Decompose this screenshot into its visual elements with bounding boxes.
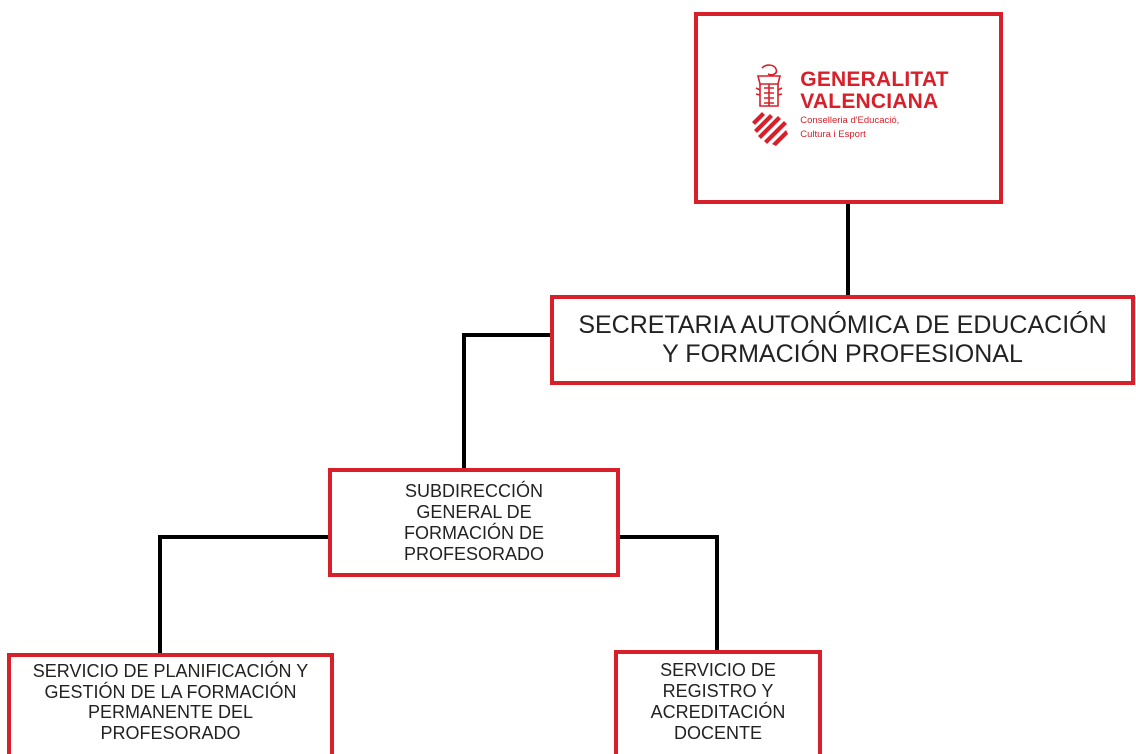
- logo-subtitle-line-2: Cultura i Esport: [800, 129, 866, 140]
- registro-line-1: SERVICIO DE: [660, 660, 776, 680]
- connector-subdireccion-to-registro: [618, 535, 719, 652]
- subdireccion-line-4: PROFESORADO: [403, 543, 545, 564]
- generalitat-logo-box: GENERALITAT VALENCIANA Conselleria d'Edu…: [694, 12, 1003, 204]
- logo-name-line-1: GENERALITAT: [800, 68, 949, 91]
- logo-subtitle-line-1: Conselleria d'Educació,: [800, 115, 900, 126]
- logo-name-line-2: VALENCIANA: [800, 90, 939, 113]
- registro-line-4: DOCENTE: [673, 723, 762, 743]
- subdireccion-line-2: GENERAL DE: [416, 501, 532, 522]
- generalitat-logo: GENERALITAT VALENCIANA Conselleria d'Edu…: [748, 64, 949, 146]
- planificacion-line-2: GESTIÓN DE LA FORMACIÓN: [44, 681, 297, 702]
- secretaria-autonomica-box: SECRETARIA AUTONÓMICA DE EDUCACIÓN Y FOR…: [550, 295, 1135, 385]
- servicio-registro-box: SERVICIO DE REGISTRO Y ACREDITACIÓN DOCE…: [614, 650, 822, 754]
- connector-subdireccion-to-planificacion: [158, 535, 330, 655]
- secretaria-line-2: Y FORMACIÓN PROFESIONAL: [662, 340, 1023, 368]
- subdireccion-line-1: SUBDIRECCIÓN: [404, 480, 543, 501]
- planificacion-line-3: PERMANENTE DEL: [87, 702, 254, 722]
- registro-line-3: ACREDITACIÓN: [650, 702, 786, 722]
- connector-secretaria-to-subdireccion: [462, 333, 552, 470]
- planificacion-line-4: PROFESORADO: [100, 722, 241, 743]
- subdireccion-general-box: SUBDIRECCIÓN GENERAL DE FORMACIÓN DE PRO…: [328, 468, 620, 577]
- planificacion-line-1: SERVICIO DE PLANIFICACIÓN Y: [32, 661, 309, 681]
- subdireccion-line-3: FORMACIÓN DE: [403, 522, 544, 543]
- registro-line-2: REGISTRO Y: [662, 681, 774, 701]
- generalitat-emblem-icon: [752, 64, 789, 146]
- secretaria-line-1: SECRETARIA AUTONÓMICA DE EDUCACIÓN: [578, 311, 1107, 339]
- servicio-planificacion-box: SERVICIO DE PLANIFICACIÓN Y GESTIÓN DE L…: [7, 653, 334, 754]
